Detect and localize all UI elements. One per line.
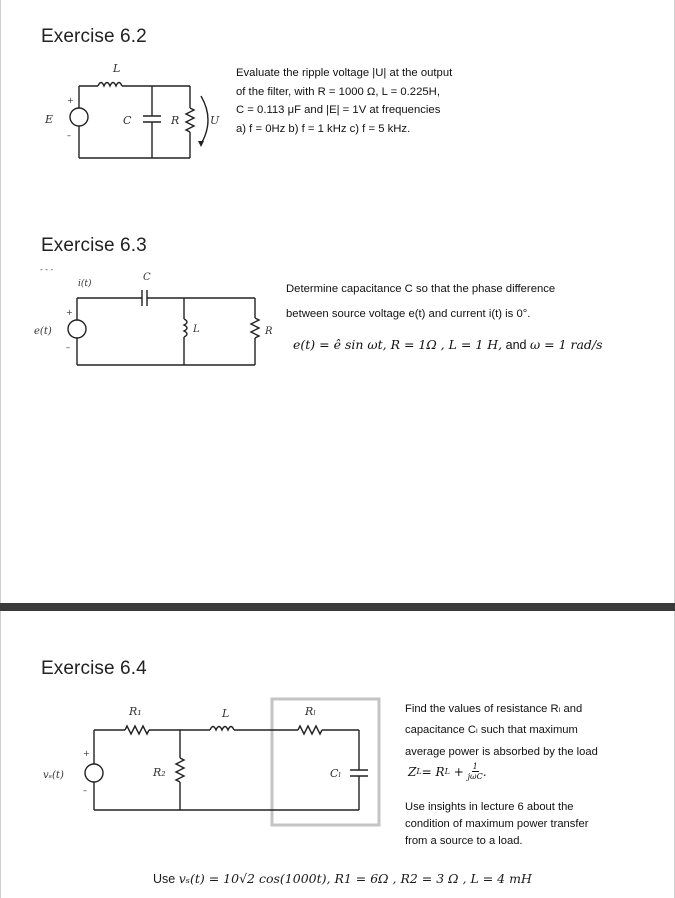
exercise-6-3-text: Determine capacitance C so that the phas… bbox=[286, 277, 555, 327]
ex64-p1-line-1: Find the values of resistance Rₗ and bbox=[405, 703, 583, 715]
ex62-label-E: E bbox=[44, 113, 53, 126]
exercise-6-4-text-2: Use insights in lecture 6 about the cond… bbox=[405, 799, 588, 850]
ex63-line-2: between source voltage e(t) and current … bbox=[286, 308, 531, 320]
ex64-minus: – bbox=[83, 786, 87, 795]
ex62-label-U: U bbox=[210, 114, 220, 127]
ex64-zl-mid: = R bbox=[421, 764, 445, 779]
ex64-label-R1: R₁ bbox=[128, 705, 142, 718]
ex64-zl-z: Z bbox=[408, 764, 417, 779]
ex64-label-RL: Rₗ bbox=[304, 705, 316, 718]
ex63-label-e: e(t) bbox=[34, 326, 52, 337]
ex64-p1-line-3: average power is absorbed by the load bbox=[405, 745, 598, 758]
exercise-6-2-circuit: L E C R U + – bbox=[44, 62, 220, 159]
ex63-equation: e(t) = ê sin ωt, R = 1Ω , L = 1 H, and ω… bbox=[293, 337, 603, 352]
ex64-use-prefix: Use bbox=[153, 872, 179, 886]
exercise-6-4-circuit: R₁ L Rₗ vₛ(t) R₂ Cₗ + – bbox=[43, 697, 381, 827]
ex63-plus: + bbox=[66, 308, 73, 317]
ex62-label-L: L bbox=[112, 62, 120, 75]
ex63-eq-tail: ω = 1 rad/s bbox=[529, 337, 603, 352]
ex62-minus: – bbox=[67, 131, 71, 140]
exercise-6-4-text-1: Find the values of resistance Rₗ and cap… bbox=[405, 699, 598, 763]
page-separator bbox=[0, 603, 675, 611]
ex62-plus: + bbox=[67, 96, 74, 105]
ex62-line-4: a) f = 0Hz b) f = 1 kHz c) f = 5 kHz. bbox=[236, 122, 411, 135]
ex64-label-CL: Cₗ bbox=[330, 767, 341, 780]
exercise-6-2-heading: Exercise 6.2 bbox=[41, 26, 147, 47]
ex63-label-R: R bbox=[264, 326, 273, 337]
ex63-line-1: Determine capacitance C so that the phas… bbox=[286, 283, 556, 295]
page-2 bbox=[0, 611, 675, 898]
ex64-zl-fraction: 1 jωC bbox=[468, 762, 483, 781]
page-1 bbox=[0, 0, 675, 603]
ex64-p2-line-3: from a source to a load. bbox=[405, 835, 523, 847]
ex62-line-2: of the filter, with R = 1000 Ω, L = 0.22… bbox=[236, 85, 440, 98]
ex62-label-R: R bbox=[170, 114, 179, 127]
ex64-label-vs: vₛ(t) bbox=[43, 770, 64, 781]
exercise-6-2-text: Evaluate the ripple voltage |U| at the o… bbox=[236, 64, 452, 138]
ex64-zl-num: 1 bbox=[471, 762, 479, 772]
ex63-label-i: i(t) bbox=[78, 278, 92, 289]
ex63-minus: – bbox=[66, 343, 70, 352]
exercise-6-4-heading: Exercise 6.4 bbox=[41, 658, 147, 679]
ex64-p2-line-1: Use insights in lecture 6 about the bbox=[405, 801, 574, 813]
ex62-line-1: Evaluate the ripple voltage |U| at the o… bbox=[236, 67, 453, 79]
ex64-p2-line-2: condition of maximum power transfer bbox=[405, 818, 589, 830]
ex64-plus: + bbox=[83, 749, 90, 758]
ex64-use-eq: vₛ(t) = 10√2 cos(1000t), R1 = 6Ω , R2 = … bbox=[178, 871, 532, 886]
ex64-zl-end: . bbox=[482, 764, 487, 779]
ex64-p1-line-2: capacitance Cₗ such that maximum bbox=[405, 724, 578, 737]
exercise-6-3-circuit: i(t) C e(t) L R + – - - - bbox=[34, 265, 273, 366]
ex63-eq-main: e(t) = ê sin ωt, R = 1Ω , L = 1 H, bbox=[293, 337, 503, 352]
ex63-label-L: L bbox=[192, 324, 200, 335]
ex62-line-3: C = 0.113 μF and |E| = 1V at frequencies bbox=[236, 104, 441, 117]
ex64-zl-plus: + bbox=[449, 764, 468, 779]
exercise-6-3-heading: Exercise 6.3 bbox=[41, 235, 147, 256]
ex64-use-line: Use vₛ(t) = 10√2 cos(1000t), R1 = 6Ω , R… bbox=[153, 870, 532, 888]
ex64-zl-sub2: L bbox=[444, 767, 450, 776]
ex63-eq-and: and bbox=[502, 338, 530, 352]
ex63-dots: - - - bbox=[40, 265, 53, 274]
ex64-label-R2: R₂ bbox=[152, 766, 166, 779]
ex64-label-L: L bbox=[221, 707, 229, 720]
ex64-zl-den: jωC bbox=[467, 772, 483, 781]
ex64-zl-sub: L bbox=[416, 767, 422, 776]
ex62-label-C: C bbox=[123, 114, 132, 127]
ex63-label-C: C bbox=[143, 272, 151, 283]
